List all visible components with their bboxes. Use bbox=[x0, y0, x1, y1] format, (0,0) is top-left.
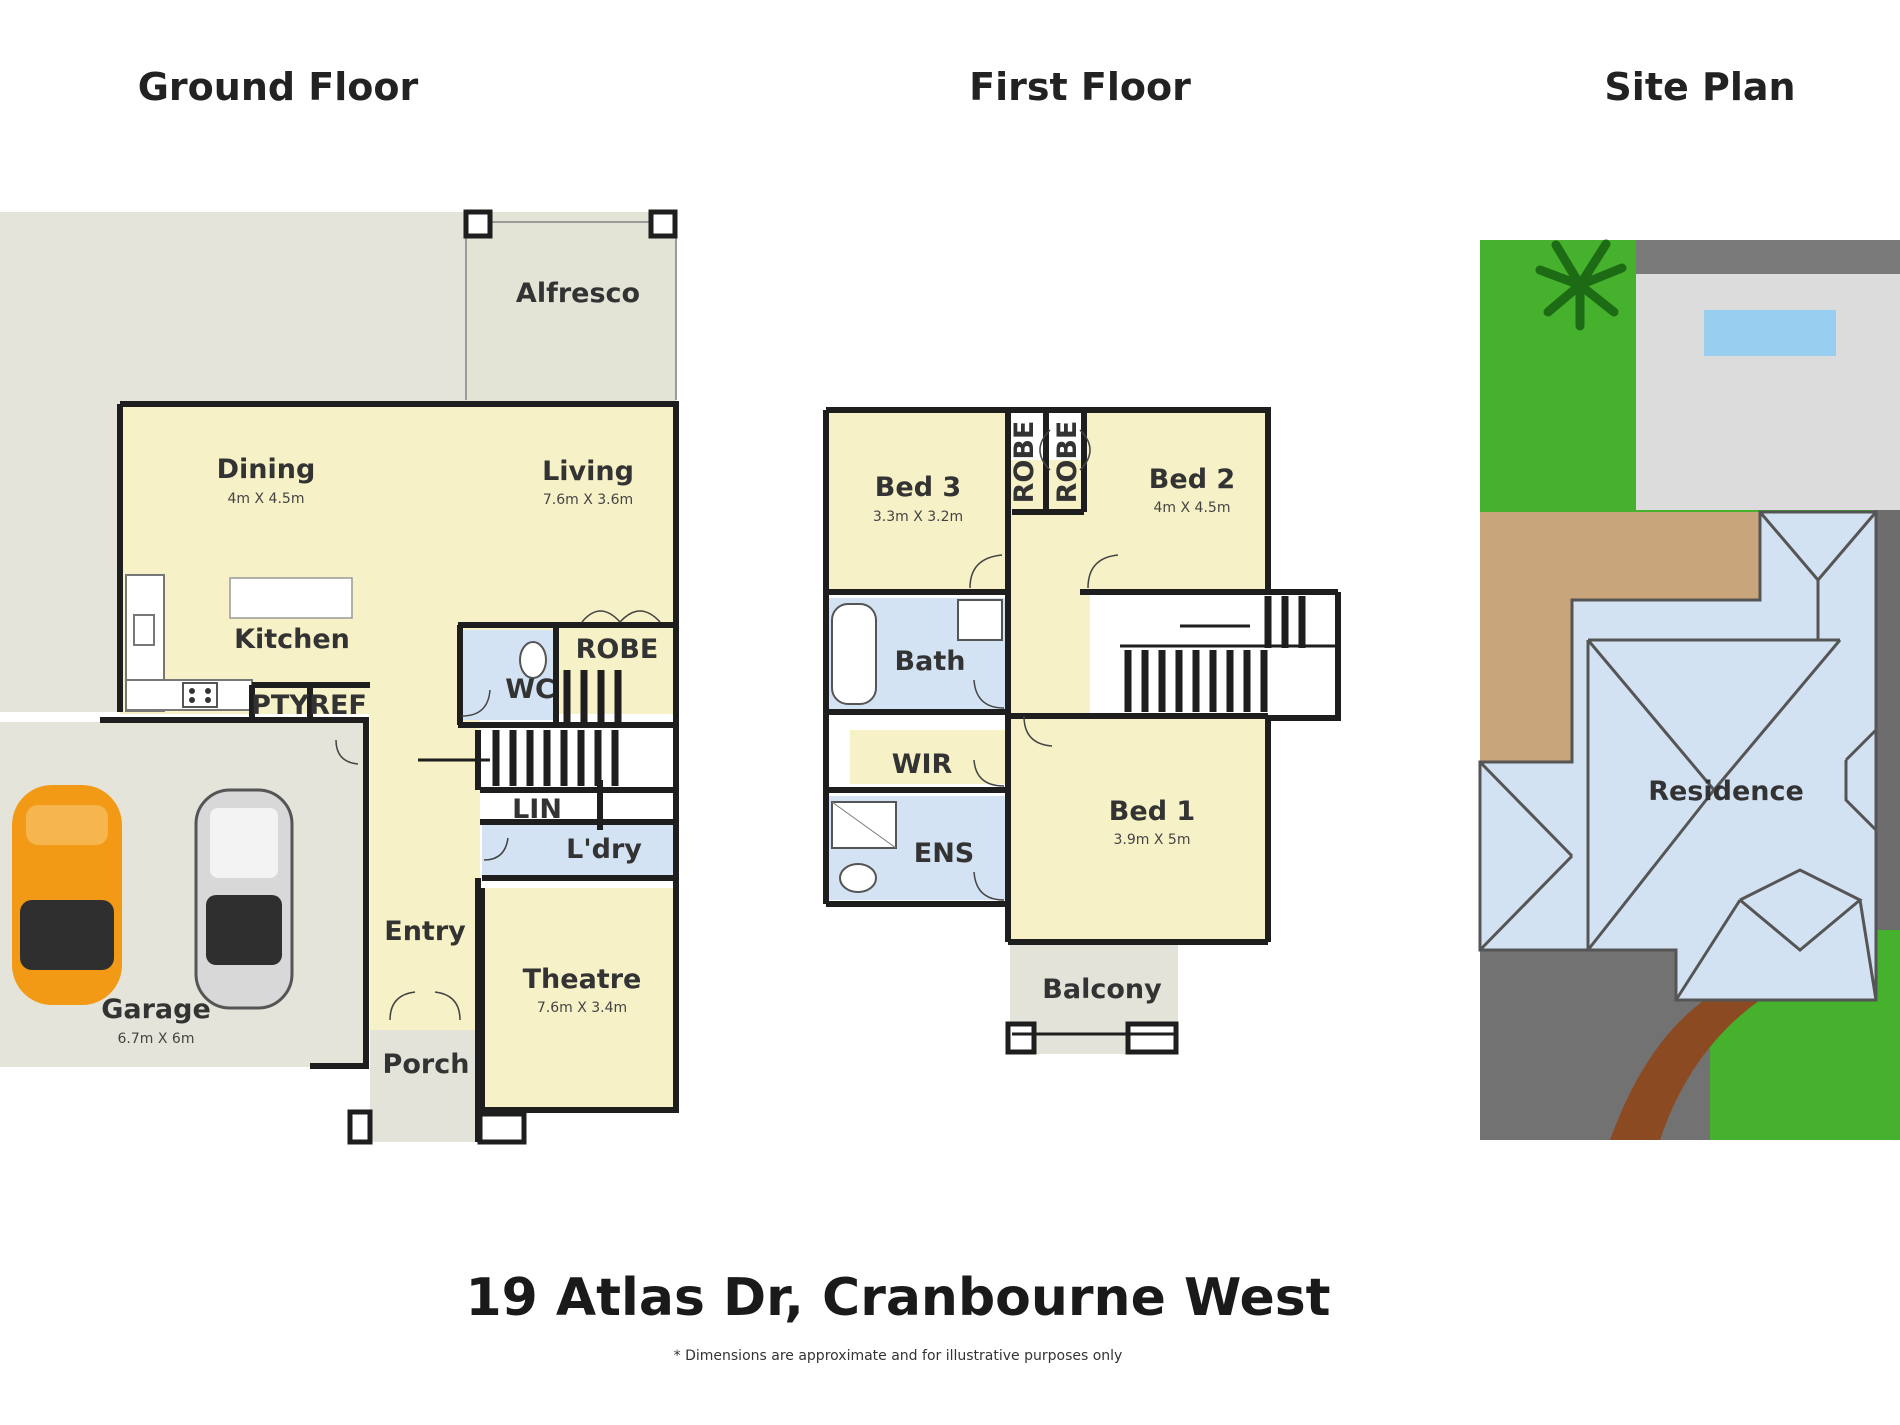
laundry-room bbox=[482, 822, 674, 878]
porch-label: Porch bbox=[383, 1049, 470, 1080]
wc-label: WC bbox=[505, 674, 555, 705]
pantry-label: PTY bbox=[251, 690, 309, 721]
garage-dims: 6.7m X 6m bbox=[118, 1031, 195, 1047]
residence-roof bbox=[1478, 510, 1878, 1002]
robe-b-label: ROBE bbox=[1052, 421, 1083, 504]
fridge-label: REF bbox=[309, 690, 367, 721]
alfresco-area bbox=[466, 212, 676, 402]
first-floor-heading: First Floor bbox=[969, 65, 1191, 109]
side-path bbox=[1874, 510, 1900, 930]
entry-label: Entry bbox=[384, 916, 466, 947]
theatre-room bbox=[482, 888, 674, 1110]
wir-label: WIR bbox=[892, 749, 953, 780]
garden-bed bbox=[1610, 990, 1760, 1140]
toilet-icon bbox=[839, 863, 877, 893]
theatre-label: Theatre bbox=[523, 964, 642, 995]
robe-a-label: ROBE bbox=[1009, 421, 1040, 504]
site-plan-heading: Site Plan bbox=[1604, 65, 1795, 109]
garage-label: Garage bbox=[101, 994, 211, 1025]
address-title: 19 Atlas Dr, Cranbourne West bbox=[465, 1268, 1330, 1328]
balcony-post-left bbox=[1005, 1021, 1037, 1055]
site-plan: Residence bbox=[1478, 239, 1900, 1140]
porch-area bbox=[370, 1030, 478, 1142]
alfresco-post-right bbox=[648, 209, 678, 239]
roof-hips bbox=[1478, 511, 1878, 1001]
stairs-ground bbox=[418, 670, 622, 786]
bed2-label: Bed 2 bbox=[1149, 464, 1235, 495]
living-dims: 7.6m X 3.6m bbox=[543, 492, 633, 508]
sink-icon bbox=[957, 599, 1003, 641]
dining-dims: 4m X 4.5m bbox=[228, 491, 305, 507]
car-icon bbox=[12, 785, 122, 1005]
balcony-label: Balcony bbox=[1042, 974, 1162, 1005]
palm-tree-icon bbox=[1535, 239, 1627, 331]
ground-floor-plan: Alfresco Dining 4m X 4.5m Living 7.6m X … bbox=[0, 209, 679, 1145]
porch-post-left bbox=[347, 1109, 373, 1145]
theatre-dims: 7.6m X 3.4m bbox=[537, 1000, 627, 1016]
alfresco-label: Alfresco bbox=[516, 278, 640, 309]
residence-label: Residence bbox=[1648, 776, 1804, 807]
laundry-label: L'dry bbox=[566, 834, 642, 865]
first-floor-plan: Bed 3 3.3m X 3.2m ROBE ROBE Bed 2 4m X 4… bbox=[823, 407, 1341, 1055]
dining-label: Dining bbox=[217, 454, 316, 485]
kitchen-island bbox=[229, 577, 353, 619]
ens-label: ENS bbox=[914, 838, 975, 869]
shower-icon bbox=[831, 801, 897, 849]
entry-corridor bbox=[370, 700, 480, 1030]
ground-floor-heading: Ground Floor bbox=[138, 65, 419, 109]
bed3-dims: 3.3m X 3.2m bbox=[873, 509, 963, 525]
balcony-post-right bbox=[1125, 1021, 1179, 1055]
landing-area bbox=[1010, 460, 1090, 720]
neighbour-area bbox=[1636, 240, 1900, 510]
pool bbox=[1704, 310, 1836, 356]
alfresco-post-left bbox=[463, 209, 493, 239]
neighbour-strip bbox=[1636, 240, 1900, 274]
disclaimer-note: * Dimensions are approximate and for ill… bbox=[674, 1348, 1123, 1364]
linen-label: LIN bbox=[512, 794, 562, 825]
toilet-icon bbox=[519, 641, 547, 679]
car-icon bbox=[194, 788, 294, 1010]
stairs-first bbox=[1120, 596, 1336, 712]
porch-post-right bbox=[477, 1111, 527, 1145]
bed2-dims: 4m X 4.5m bbox=[1154, 500, 1231, 516]
living-label: Living bbox=[542, 456, 634, 487]
bed1-room bbox=[1010, 716, 1268, 940]
kitchen-label: Kitchen bbox=[234, 624, 350, 655]
bed3-room bbox=[826, 412, 1006, 592]
living-dining-area bbox=[120, 404, 676, 714]
sink-icon bbox=[133, 614, 155, 646]
bed1-label: Bed 1 bbox=[1109, 796, 1195, 827]
robe-label: ROBE bbox=[576, 634, 659, 665]
wir-room bbox=[850, 730, 1006, 784]
bed3-label: Bed 3 bbox=[875, 472, 961, 503]
bath-label: Bath bbox=[895, 646, 966, 677]
stove-icon bbox=[182, 682, 218, 708]
bed2-room bbox=[1084, 412, 1268, 592]
bathtub-icon bbox=[831, 603, 877, 705]
bed1-dims: 3.9m X 5m bbox=[1114, 832, 1191, 848]
